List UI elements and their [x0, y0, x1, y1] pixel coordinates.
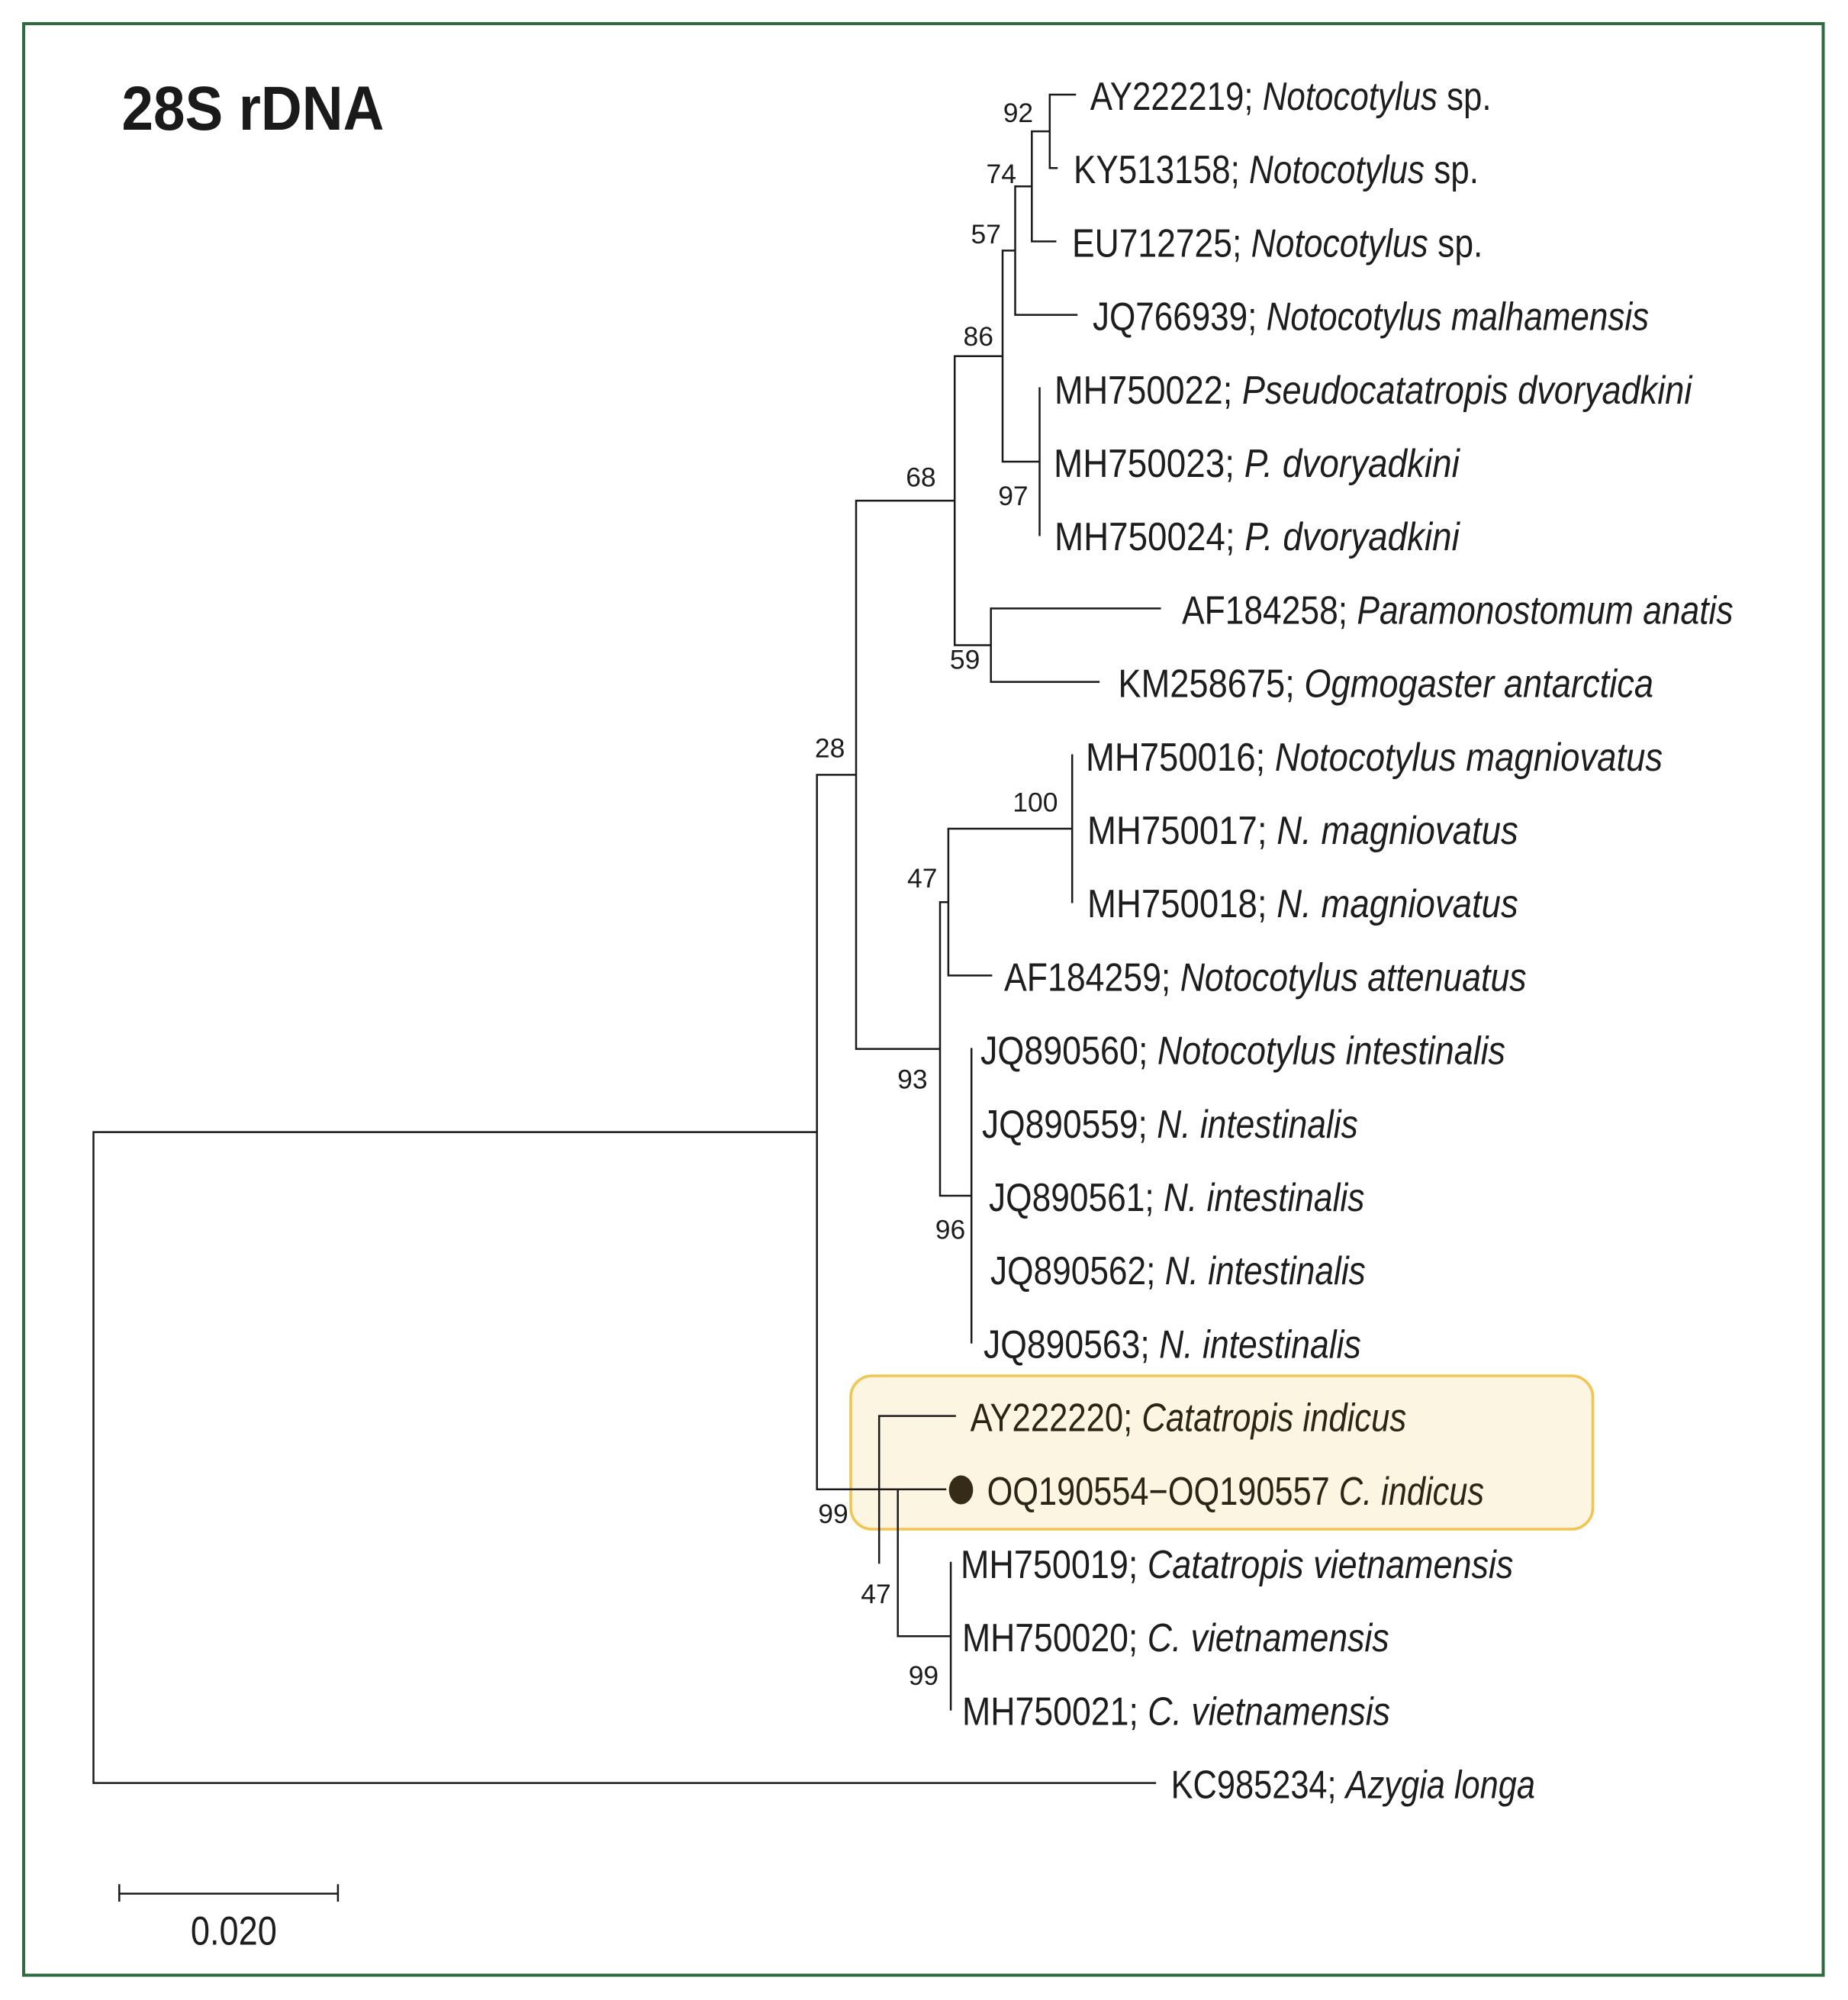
svg-text:KY513158; Notocotylus sp.: KY513158; Notocotylus sp. — [1074, 148, 1479, 192]
svg-text:86: 86 — [964, 321, 994, 352]
svg-text:JQ890559; N. intestinalis: JQ890559; N. intestinalis — [982, 1103, 1358, 1147]
svg-text:MH750022; Pseudocatatropis dvo: MH750022; Pseudocatatropis dvoryadkini — [1054, 369, 1693, 413]
svg-text:MH750023; P. dvoryadkini: MH750023; P. dvoryadkini — [1054, 442, 1460, 486]
svg-text:28S rDNA: 28S rDNA — [122, 74, 385, 143]
svg-text:JQ890562; N. intestinalis: JQ890562; N. intestinalis — [990, 1249, 1366, 1293]
svg-text:EU712725; Notocotylus sp.: EU712725; Notocotylus sp. — [1072, 221, 1483, 266]
svg-text:JQ766939; Notocotylus malhamen: JQ766939; Notocotylus malhamensis — [1093, 295, 1649, 340]
svg-text:MH750024; P. dvoryadkini: MH750024; P. dvoryadkini — [1054, 515, 1460, 559]
svg-text:OQ190554−OQ190557 C. indicus: OQ190554−OQ190557 C. indicus — [987, 1470, 1484, 1514]
svg-text:99: 99 — [818, 1499, 848, 1529]
svg-text:JQ890563; N. intestinalis: JQ890563; N. intestinalis — [984, 1322, 1361, 1367]
svg-text:AF184259; Notocotylus attenuat: AF184259; Notocotylus attenuatus — [1004, 955, 1527, 1000]
svg-text:47: 47 — [907, 863, 938, 894]
svg-text:93: 93 — [897, 1064, 928, 1095]
svg-text:MH750019; Catatropis vietnamen: MH750019; Catatropis vietnamensis — [961, 1543, 1513, 1587]
svg-text:68: 68 — [906, 462, 936, 492]
svg-text:47: 47 — [861, 1579, 891, 1609]
svg-text:57: 57 — [971, 219, 1002, 250]
svg-text:JQ890560; Notocotylus intestin: JQ890560; Notocotylus intestinalis — [980, 1029, 1505, 1074]
svg-text:MH750018; N. magniovatus: MH750018; N. magniovatus — [1087, 882, 1518, 926]
svg-text:99: 99 — [909, 1660, 939, 1691]
svg-text:JQ890561; N. intestinalis: JQ890561; N. intestinalis — [989, 1176, 1364, 1220]
svg-text:KM258675; Ogmogaster antarctic: KM258675; Ogmogaster antarctica — [1118, 662, 1653, 707]
svg-text:59: 59 — [950, 645, 980, 675]
svg-text:100: 100 — [1013, 787, 1058, 818]
svg-text:0.020: 0.020 — [191, 1908, 277, 1953]
svg-text:AF184258; Paramonostomum anati: AF184258; Paramonostomum anatis — [1182, 588, 1734, 633]
svg-text:MH750016; Notocotylus magniova: MH750016; Notocotylus magniovatus — [1086, 736, 1663, 780]
svg-text:92: 92 — [1003, 98, 1034, 128]
svg-text:AY222220; Catatropis indicus: AY222220; Catatropis indicus — [971, 1396, 1407, 1441]
svg-text:28: 28 — [815, 733, 845, 764]
svg-text:MH750021; C. vietnamensis: MH750021; C. vietnamensis — [962, 1689, 1390, 1734]
svg-text:AY222219; Notocotylus sp.: AY222219; Notocotylus sp. — [1090, 75, 1492, 119]
svg-text:74: 74 — [987, 159, 1017, 189]
svg-text:97: 97 — [998, 481, 1029, 511]
svg-text:MH750020; C. vietnamensis: MH750020; C. vietnamensis — [962, 1616, 1389, 1660]
svg-text:96: 96 — [935, 1215, 966, 1245]
svg-text:MH750017; N. magniovatus: MH750017; N. magniovatus — [1087, 809, 1518, 853]
svg-text:KC985234; Azygia longa: KC985234; Azygia longa — [1171, 1763, 1535, 1808]
